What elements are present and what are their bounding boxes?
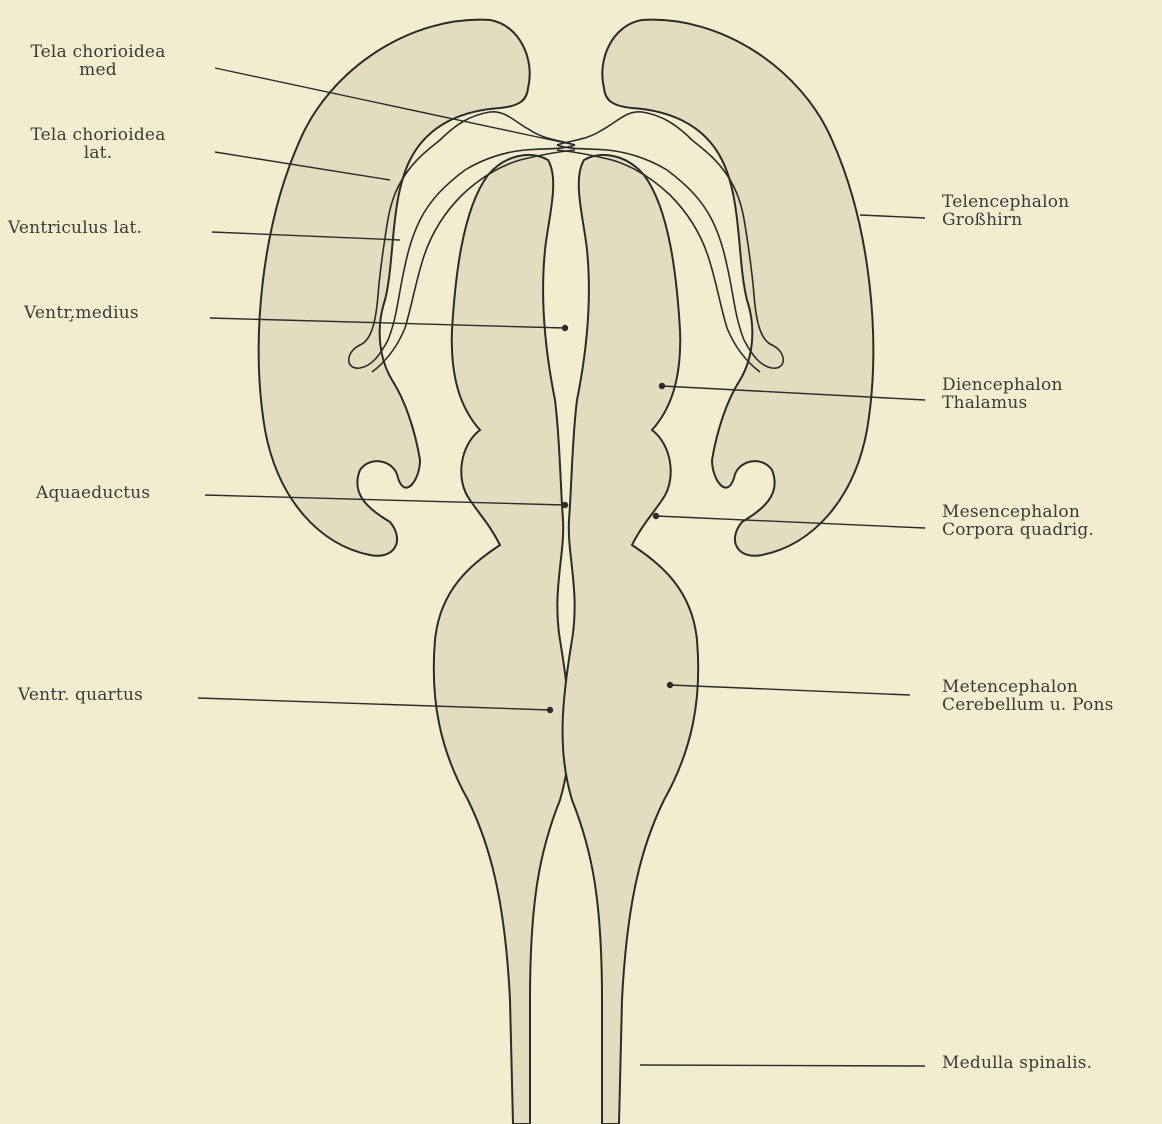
right-wall [563,155,699,1124]
brainstem [434,155,698,1124]
label-ventriculus-lat: Ventriculus lat. [8,219,142,237]
label-tela-chorioidea-med: Tela chorioidea med [8,43,188,79]
dot-metencephalon [668,683,673,688]
label-mesencephalon: Mesencephalon Corpora quadrig. [942,503,1094,539]
dot-ventr-quartus [548,708,553,713]
label-telencephalon: Telencephalon Großhirn [942,193,1069,229]
leader-metencephalon [670,685,910,695]
dot-ventr-medius [563,326,568,331]
label-ventr-quartus: Ventr. quartus [18,686,143,704]
label-aquaeductus: Aquaeductus [36,484,150,502]
label-metencephalon: Metencephalon Cerebellum u. Pons [942,678,1114,714]
label-ventr-medius: Ventr.̧medius [24,304,139,322]
label-medulla-spinalis: Medulla spinalis. [942,1054,1092,1072]
label-tela-chorioidea-lat: Tela chorioidea lat. [8,126,188,162]
left-wall [434,155,570,1124]
leader-telencephalon [860,215,925,218]
dot-diencephalon [660,384,665,389]
leader-medulla [640,1065,925,1066]
dot-mesencephalon [654,514,659,519]
label-diencephalon: Diencephalon Thalamus [942,376,1063,412]
telencephalon-hemispheres [259,20,874,556]
dot-aquaeductus [563,503,568,508]
